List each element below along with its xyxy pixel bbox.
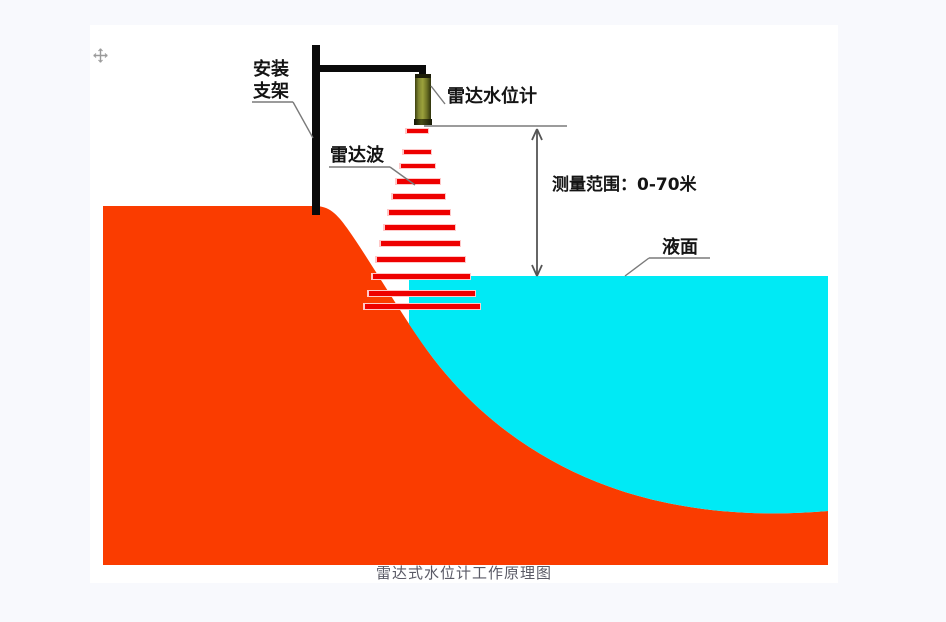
radar-wave-bar — [395, 178, 441, 185]
label-measuring-range: 测量范围：0-70米 — [552, 174, 698, 195]
dimension-arrow-head-top — [531, 128, 543, 141]
bracket-vertical-pole — [312, 45, 320, 215]
radar-wave-bar — [399, 163, 436, 169]
bracket-elbow — [419, 65, 426, 79]
label-liquid-surface: 液面 — [662, 236, 698, 258]
diagram-canvas: 安装 支架 雷达水位计 雷达波 测量范围：0-70米 液面 — [103, 45, 828, 565]
leader-line-radar-wave-diagonal — [389, 166, 416, 186]
radar-wave-bar — [405, 128, 429, 134]
radar-level-sensor — [414, 74, 432, 125]
radar-wave-bar — [371, 273, 471, 280]
radar-wave-cone — [363, 128, 481, 310]
radar-wave-bar — [402, 149, 432, 155]
figure-caption: 雷达式水位计工作原理图 — [375, 564, 552, 582]
label-radar-gauge: 雷达水位计 — [447, 85, 537, 107]
water-body — [409, 276, 828, 514]
sensor-bottom-cap — [414, 119, 432, 125]
label-radar-wave: 雷达波 — [330, 144, 385, 166]
radar-wave-bar — [367, 290, 476, 297]
leader-lines — [252, 85, 710, 277]
sensor-top-cap — [415, 74, 431, 79]
radar-level-gauge-diagram: 安装 支架 雷达水位计 雷达波 测量范围：0-70米 液面 — [97, 30, 828, 565]
leader-line-mounting-bracket-diagonal — [292, 101, 314, 139]
radar-wave-bar — [379, 240, 461, 247]
terrain-shape — [103, 206, 828, 565]
label-mounting-bracket-line1: 安装 — [253, 58, 289, 80]
radar-wave-bar — [391, 193, 446, 200]
bracket-horizontal-arm — [316, 65, 426, 72]
sensor-body — [415, 78, 431, 122]
label-mounting-bracket-line2: 支架 — [252, 80, 289, 102]
radar-wave-bar — [363, 303, 481, 310]
radar-wave-bar — [387, 209, 451, 216]
radar-wave-bar — [383, 224, 456, 231]
measuring-range-dimension — [424, 125, 567, 277]
mounting-bracket — [312, 45, 426, 215]
leader-line-radar-gauge-diagonal — [430, 85, 446, 105]
radar-wave-bar — [375, 256, 466, 263]
document-card: 安装 支架 雷达水位计 雷达波 测量范围：0-70米 液面 雷达式水位计工作原理… — [90, 25, 838, 583]
leader-line-liquid-surface-diagonal — [624, 257, 650, 277]
dimension-arrow-head-bottom — [531, 264, 543, 277]
